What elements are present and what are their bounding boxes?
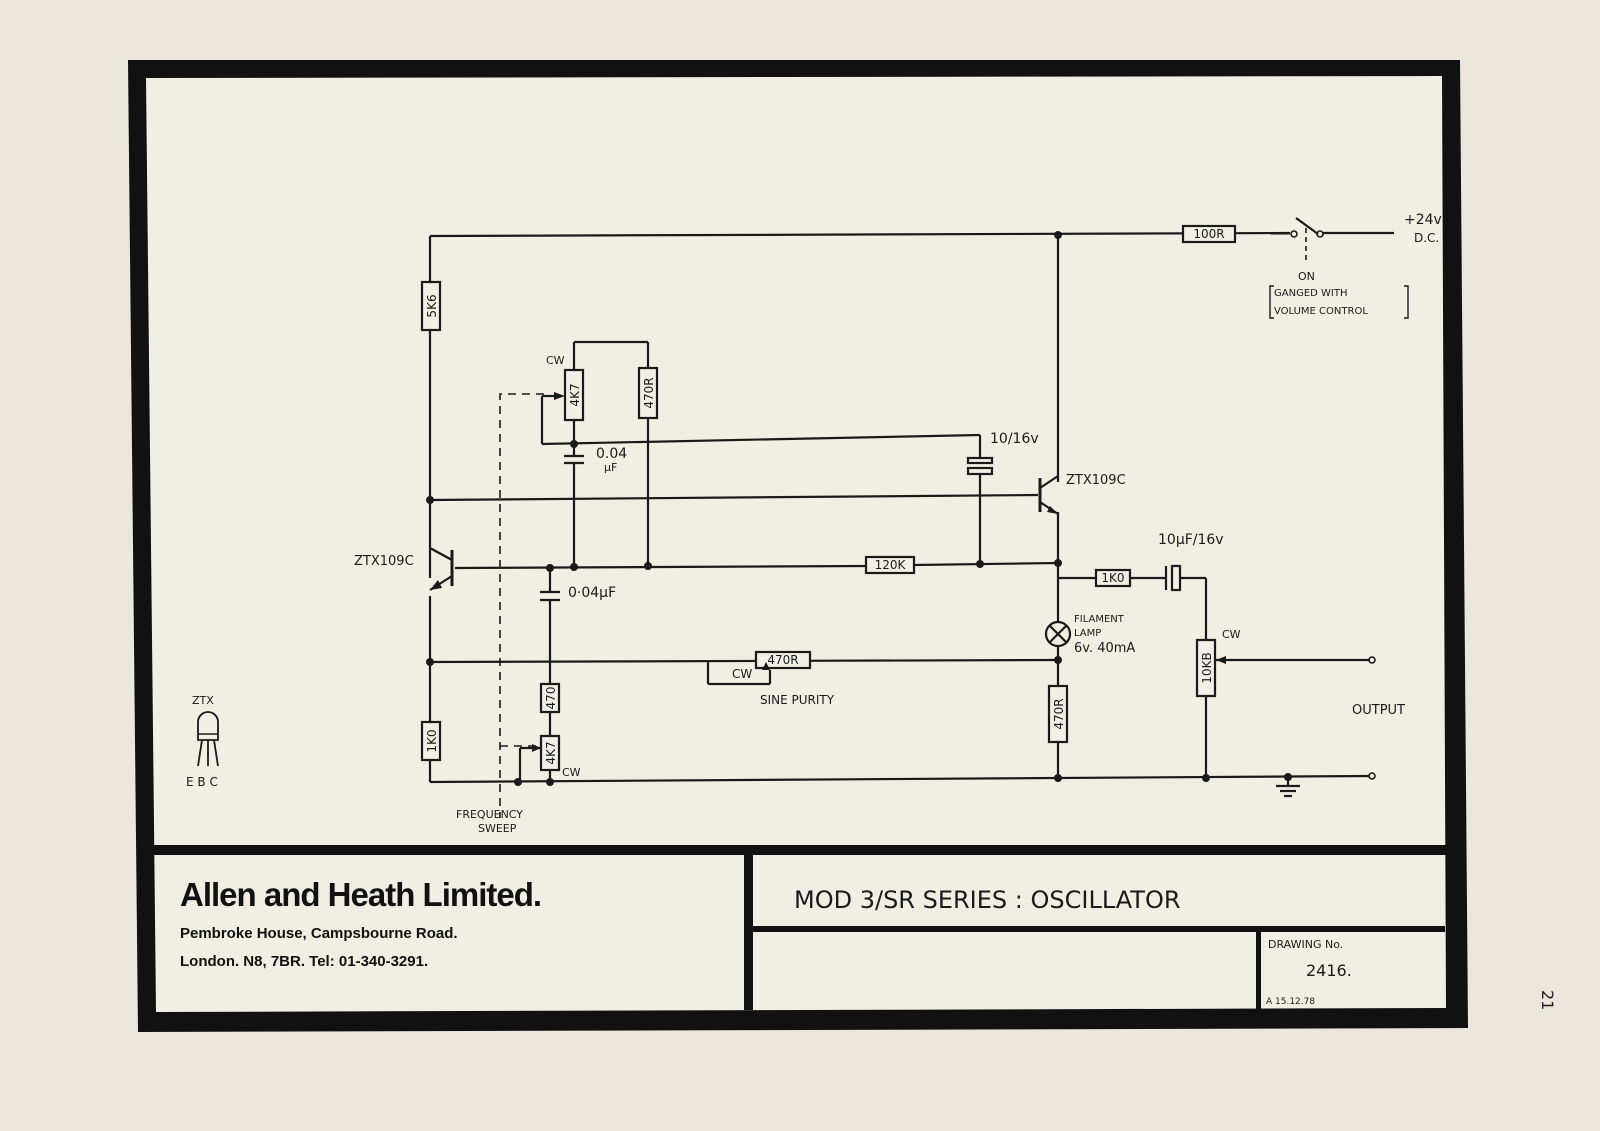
svg-text:CW: CW (1222, 628, 1241, 641)
frequency-label: FREQUENCY (456, 808, 523, 821)
svg-text:µF: µF (604, 461, 617, 474)
sweep-label: SWEEP (478, 822, 517, 835)
svg-text:470R: 470R (1052, 698, 1066, 729)
switch-note: ON GANGED WITH VOLUME CONTROL (1269, 270, 1409, 319)
company-address-1: Pembroke House, Campsbourne Road. (180, 925, 458, 942)
svg-text:+24v: +24v (1404, 212, 1442, 228)
svg-text:10/16v: 10/16v (990, 431, 1039, 447)
capacitor-0-04-mid: 0·04µF (540, 585, 616, 602)
transistor-ztx109c-right: ZTX109C (1038, 473, 1126, 515)
output-label: OUTPUT (1352, 703, 1405, 718)
svg-text:470R: 470R (642, 377, 656, 408)
svg-text:CW: CW (732, 667, 752, 681)
title-block: Allen and Heath Limited. Pembroke House,… (180, 876, 1352, 1007)
svg-text:6v. 40mA: 6v. 40mA (1074, 641, 1135, 656)
resistor-470: 470 (539, 682, 561, 714)
capacitor-10uf-16v: 10µF/16v (1158, 532, 1224, 592)
resistor-120k: 120K (864, 555, 916, 575)
svg-text:LAMP: LAMP (1074, 628, 1101, 639)
svg-text:1K0: 1K0 (1101, 571, 1124, 585)
resistor-5k6: 5K6 (420, 280, 442, 332)
revision-note: A 15.12.78 (1266, 997, 1315, 1007)
supply-label: +24v D.C. (1404, 212, 1442, 245)
svg-text:0.04: 0.04 (596, 446, 627, 462)
potentiometer-10kb: 10KB CW (1195, 628, 1241, 698)
resistor-470r-bottom: 470R (1047, 684, 1069, 744)
filament-lamp: FILAMENT LAMP 6v. 40mA (1044, 614, 1135, 656)
svg-text:VOLUME CONTROL: VOLUME CONTROL (1274, 306, 1368, 317)
svg-text:0·04µF: 0·04µF (568, 585, 616, 601)
svg-text:FILAMENT: FILAMENT (1074, 614, 1125, 625)
resistor-100r: 100R (1181, 224, 1237, 244)
svg-text:CW: CW (546, 354, 565, 367)
svg-text:ZTX: ZTX (192, 694, 214, 707)
capacitor-10-16v: 10/16v (966, 431, 1039, 476)
resistor-1k0-left: 1K0 (420, 720, 442, 762)
resistor-470r-top: 470R (637, 366, 659, 420)
potentiometer-4k7-bottom: 4K7 CW (532, 734, 581, 779)
resistor-1k0-output: 1K0 (1094, 568, 1132, 588)
svg-text:CW: CW (562, 766, 581, 779)
svg-text:10µF/16v: 10µF/16v (1158, 532, 1224, 548)
svg-text:470: 470 (544, 687, 558, 710)
svg-text:ZTX109C: ZTX109C (354, 554, 414, 569)
drawing-title: MOD 3/SR SERIES : OSCILLATOR (794, 886, 1181, 914)
svg-text:D.C.: D.C. (1414, 231, 1439, 245)
svg-text:ZTX109C: ZTX109C (1066, 473, 1126, 488)
page-number: 21 (1538, 990, 1557, 1010)
svg-text:4K7: 4K7 (568, 383, 582, 406)
ztx-pinout-icon: ZTX E B C (186, 694, 219, 789)
drawing-number: 2416. (1306, 961, 1352, 980)
drawing-no-label: DRAWING No. (1268, 938, 1343, 951)
svg-text:GANGED WITH: GANGED WITH (1274, 288, 1347, 299)
transistor-ztx109c-left: ZTX109C (354, 547, 454, 591)
svg-text:E B C: E B C (186, 775, 218, 789)
svg-text:120K: 120K (875, 558, 907, 572)
junction-dots (426, 231, 1292, 786)
svg-text:5K6: 5K6 (425, 294, 439, 317)
potentiometer-4k7-top: 4K7 CW (546, 354, 585, 422)
svg-text:100R: 100R (1193, 227, 1224, 241)
svg-text:10KB: 10KB (1200, 652, 1214, 683)
potentiometer-470r-sine-purity: 470R CW (732, 650, 812, 681)
svg-text:1K0: 1K0 (425, 729, 439, 752)
svg-text:ON: ON (1298, 270, 1315, 283)
sine-purity-label: SINE PURITY (760, 693, 835, 707)
company-name: Allen and Heath Limited. (180, 876, 541, 913)
capacitor-0-04-top: 0.04 µF (564, 446, 627, 474)
company-address-2: London. N8, 7BR. Tel: 01-340-3291. (180, 953, 428, 970)
svg-text:4K7: 4K7 (544, 741, 558, 764)
svg-text:470R: 470R (767, 653, 798, 667)
